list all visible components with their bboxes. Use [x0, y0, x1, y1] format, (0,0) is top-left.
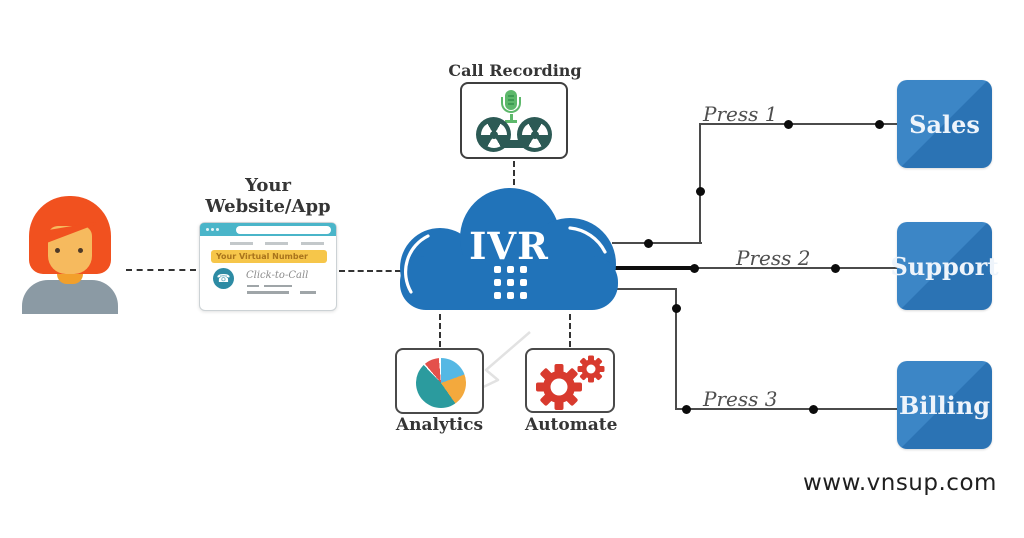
junction-dot: [672, 304, 681, 313]
avatar-body: [22, 280, 118, 314]
watermark-url: www.vnsup.com: [803, 470, 997, 496]
avatar-left-eye: [55, 248, 60, 253]
ivr-title: IVR: [469, 224, 549, 268]
billing-box-label: Billing: [899, 390, 990, 420]
junction-dot: [644, 239, 653, 248]
press2-line-horizontal: [694, 267, 897, 269]
press3-line-vertical: [675, 288, 677, 410]
press1-line-vertical: [699, 123, 701, 244]
click-to-call-label: Click-to-Call: [246, 270, 309, 281]
microphone-arc: [501, 97, 521, 113]
billing-box[interactable]: Billing: [897, 361, 992, 449]
browser-dot-icon: [206, 228, 209, 231]
dashed-connector-cloud-automate: [569, 314, 571, 347]
press1-line-elbow: [612, 242, 702, 244]
website-title-line1: Your: [245, 175, 291, 196]
nav-placeholder: [301, 242, 324, 245]
text-placeholder: [264, 285, 292, 287]
press3-label: Press 3: [703, 387, 778, 411]
dashed-connector-cloud-analytics: [439, 314, 441, 347]
dashed-connector-avatar-website: [126, 269, 196, 271]
junction-dot: [690, 264, 699, 273]
caller-avatar: [22, 196, 118, 314]
support-box[interactable]: Support: [890, 222, 999, 310]
tape-reel-icon: [476, 117, 511, 152]
text-placeholder: [247, 285, 259, 287]
junction-dot: [784, 120, 793, 129]
support-box-label: Support: [890, 251, 999, 281]
phone-icon: ☎: [216, 272, 231, 285]
junction-dot: [831, 264, 840, 273]
microphone-stand: [510, 114, 513, 120]
press2-label: Press 2: [736, 246, 811, 270]
tape-connector: [502, 140, 530, 148]
nav-placeholder: [265, 242, 288, 245]
automate-label: Automate: [525, 415, 618, 435]
virtual-number-banner: Your Virtual Number: [211, 250, 327, 263]
sales-box-label: Sales: [909, 109, 980, 139]
browser-address-bar[interactable]: [236, 226, 331, 234]
text-placeholder: [247, 291, 289, 294]
avatar-right-eye: [78, 248, 83, 253]
junction-dot: [875, 120, 884, 129]
gears-icon: [536, 355, 605, 410]
browser-window: Your Virtual Number ☎ Click-to-Call: [199, 222, 337, 311]
microphone-base: [505, 120, 517, 123]
pie-chart-icon: [416, 358, 466, 408]
keypad-dots-icon: [494, 266, 531, 303]
website-title-line2: Website/App: [205, 196, 331, 217]
microphone-grill: [508, 95, 514, 97]
press1-line-horizontal: [699, 123, 897, 125]
call-recording-label: Call Recording: [448, 61, 582, 80]
dashed-connector-website-cloud: [339, 270, 401, 272]
automate-box: [525, 348, 615, 413]
tape-reel-icon: [517, 117, 552, 152]
browser-dot-icon: [211, 228, 214, 231]
call-recording-box: [460, 82, 568, 159]
sales-box[interactable]: Sales: [897, 80, 992, 168]
press2-line-thick: [614, 266, 696, 270]
junction-dot: [682, 405, 691, 414]
tape-reel-hub: [489, 130, 498, 139]
dashed-connector-recording-cloud: [513, 161, 515, 185]
click-to-call-button[interactable]: ☎: [213, 268, 234, 289]
junction-dot: [809, 405, 818, 414]
analytics-box: [395, 348, 484, 414]
browser-dot-icon: [216, 228, 219, 231]
press3-line-horizontal: [675, 408, 897, 410]
press1-label: Press 1: [703, 102, 778, 126]
junction-dot: [696, 187, 705, 196]
press3-line-elbow: [608, 288, 677, 290]
tape-reel-hub: [530, 130, 539, 139]
text-placeholder: [300, 291, 316, 294]
website-title: Your Website/App: [199, 175, 337, 217]
analytics-label: Analytics: [395, 415, 484, 435]
nav-placeholder: [230, 242, 253, 245]
